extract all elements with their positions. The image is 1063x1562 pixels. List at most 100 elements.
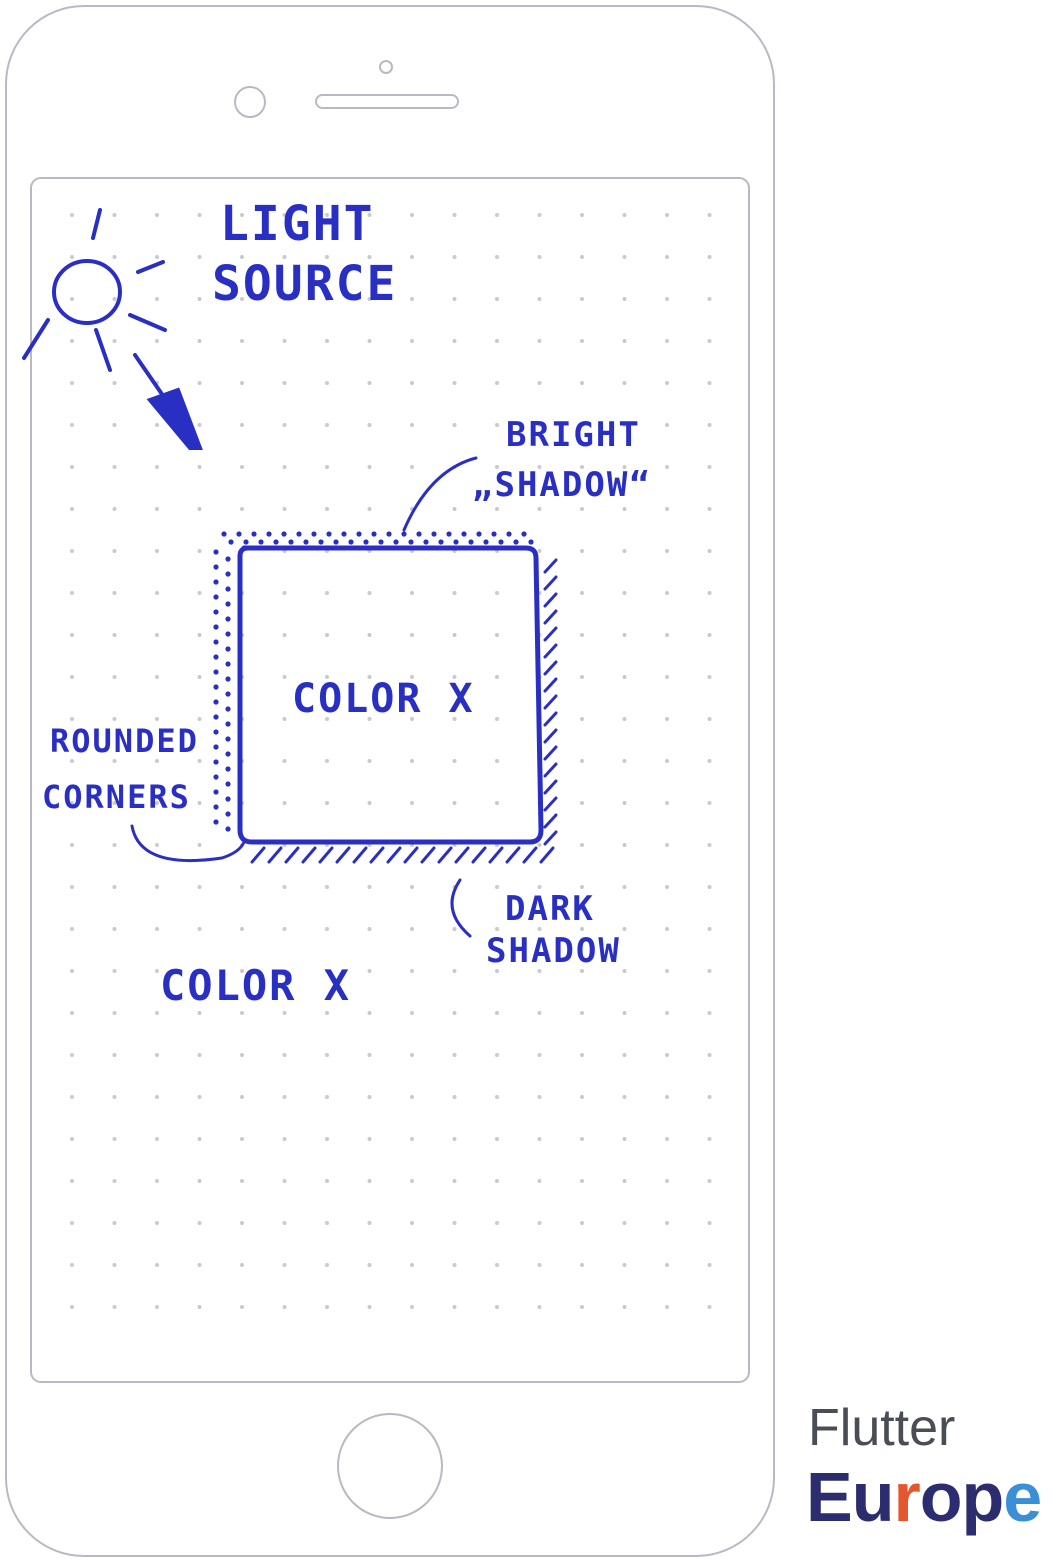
grid-dot [707, 1221, 712, 1225]
grid-dot [622, 1221, 627, 1225]
grid-dot [665, 255, 669, 259]
grid-dot [367, 633, 372, 637]
bright-shadow-dot [401, 531, 407, 537]
grid-dot [325, 339, 329, 343]
grid-dot [537, 969, 542, 973]
label-dark-shadow-line2: SHADOW [486, 931, 621, 971]
grid-dot [112, 1221, 117, 1225]
grid-dot [155, 633, 159, 637]
grid-dot [367, 1053, 372, 1057]
grid-dot [665, 1011, 669, 1015]
bright-shadow-dot [213, 684, 219, 690]
bright-shadow-dot [225, 721, 231, 727]
grid-dot [112, 633, 117, 637]
grid-dot [580, 423, 584, 427]
dark-shadow-stroke [539, 846, 555, 864]
grid-dot [665, 591, 669, 595]
bright-shadow-dot [213, 639, 219, 645]
grid-dot [580, 801, 584, 805]
grid-dot [580, 213, 584, 217]
grid-dot [112, 969, 117, 973]
logo-europe-text: Europe [806, 1458, 1042, 1536]
grid-dot [580, 1053, 584, 1057]
bright-shadow-dot [225, 571, 231, 577]
grid-dot [622, 759, 627, 763]
grid-dot [282, 759, 287, 763]
grid-dot [282, 885, 287, 889]
grid-dot [452, 591, 457, 595]
grid-dot [452, 1011, 457, 1015]
bright-shadow-dot [225, 706, 231, 712]
grid-dot [70, 423, 74, 427]
grid-dot [495, 213, 499, 217]
bright-shadow-dot [483, 539, 489, 545]
phone-outline [5, 5, 775, 1557]
dark-shadow-stroke [543, 728, 558, 744]
bright-shadow-dot [386, 531, 392, 537]
bright-shadow-dot [225, 736, 231, 742]
grid-dot [580, 1179, 584, 1183]
grid-dot [580, 1011, 584, 1015]
grid-dot [452, 1305, 457, 1309]
grid-dot [665, 549, 669, 553]
grid-dot [197, 633, 202, 637]
grid-dot [537, 255, 542, 259]
grid-dot [367, 927, 372, 931]
grid-dot [537, 1305, 542, 1309]
label-bright-shadow-line2: „SHADOW“ [472, 465, 652, 505]
bright-shadow-dot [213, 759, 219, 765]
grid-dot [707, 507, 712, 511]
grid-dot [70, 759, 74, 763]
grid-dot [580, 759, 584, 763]
grid-dot [155, 1263, 159, 1267]
grid-dot [197, 1179, 202, 1183]
grid-dot [240, 423, 244, 427]
grid-dot [707, 1305, 712, 1309]
logo-letter: e [1003, 1458, 1042, 1536]
bright-shadow-dot [296, 531, 302, 537]
grid-dot [537, 339, 542, 343]
grid-dot [580, 675, 584, 679]
bright-shadow-dot [213, 579, 219, 585]
grid-dot [622, 381, 627, 385]
grid-dot [282, 1221, 287, 1225]
grid-dot [197, 969, 202, 973]
grid-dot [240, 927, 244, 931]
light-direction-arrow [133, 353, 203, 450]
grid-dot [537, 213, 542, 217]
grid-dot [410, 1179, 414, 1183]
grid-dot [325, 591, 329, 595]
grid-dot [325, 381, 329, 385]
bright-shadow-dot [528, 539, 534, 545]
dark-shadow-stroke [386, 846, 402, 864]
grid-dot [410, 801, 414, 805]
grid-dot [495, 885, 499, 889]
grid-dot [410, 675, 414, 679]
grid-dot [452, 297, 457, 301]
grid-dot [367, 801, 372, 805]
dark-shadow-stroke [543, 694, 558, 710]
grid-dot [707, 1137, 712, 1141]
grid-dot [622, 465, 627, 469]
grid-dot [707, 1263, 712, 1267]
dark-shadow-stroke [335, 846, 351, 864]
grid-dot [622, 213, 627, 217]
grid-dot [282, 801, 287, 805]
grid-dot [537, 1011, 542, 1015]
grid-dot [452, 1263, 457, 1267]
grid-dot [282, 717, 287, 721]
grid-dot [367, 213, 372, 217]
bright-shadow-dot [213, 624, 219, 630]
grid-dot [367, 759, 372, 763]
grid-dot [707, 1179, 712, 1183]
bright-shadow-dot [213, 819, 219, 825]
grid-dot [665, 1305, 669, 1309]
dark-shadow-stroke [543, 660, 558, 676]
grid-dot [622, 507, 627, 511]
grid-dot [155, 1053, 159, 1057]
leader-lines [130, 456, 478, 938]
bright-shadow-dot [225, 751, 231, 757]
grid-dot [325, 1179, 329, 1183]
bright-shadow-dot [213, 549, 219, 555]
grid-dot [240, 1053, 244, 1057]
